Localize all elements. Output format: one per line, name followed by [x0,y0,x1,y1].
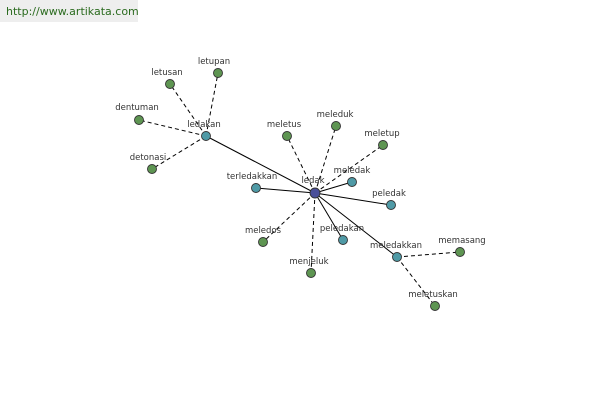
node-label-letupan[interactable]: letupan [198,57,230,67]
edge-ledakan-detonasi [151,135,207,170]
node-dentuman[interactable] [134,115,144,125]
node-label-terledakkan[interactable]: terledakkan [227,172,278,182]
edge-ledak-ledakan [205,135,316,194]
node-label-detonasi[interactable]: detonasi [130,153,167,163]
node-label-meletus[interactable]: meletus [267,120,302,130]
node-memasang[interactable] [455,247,465,257]
node-label-meleduk[interactable]: meleduk [317,110,354,120]
node-letupan[interactable] [213,68,223,78]
edge-ledak-meledos [262,192,316,243]
node-label-meletuskan[interactable]: meletuskan [408,290,458,300]
edge-ledakan-letupan [205,72,219,137]
node-label-peledakan[interactable]: peledakan [320,224,364,234]
node-label-menjeluk[interactable]: menjeluk [289,257,328,267]
edge-ledakan-letusan [169,83,207,137]
node-letusan[interactable] [165,79,175,89]
node-terledakkan[interactable] [251,183,261,193]
node-label-letusan[interactable]: letusan [151,68,182,78]
node-label-meledakkan[interactable]: meledakkan [370,241,422,251]
edge-ledak-meleduk [314,125,337,194]
edge-ledak-meledak [314,181,353,194]
node-meledak[interactable] [347,177,357,187]
source-bar: http://www.artikata.com [0,0,139,22]
node-detonasi[interactable] [147,164,157,174]
node-label-meletup[interactable]: meletup [364,129,399,139]
node-label-ledakan[interactable]: ledakan [187,120,221,130]
edge-ledakan-dentuman [138,119,207,137]
node-label-dentuman[interactable]: dentuman [115,103,159,113]
node-peledakan[interactable] [338,235,348,245]
node-label-ledak[interactable]: ledak [301,176,324,186]
node-label-peledak[interactable]: peledak [372,189,406,199]
edge-meledakkan-meletuskan [396,256,436,307]
edge-ledak-menjeluk [310,192,316,274]
edge-ledak-meletus [286,135,316,194]
node-meledos[interactable] [258,237,268,247]
edge-ledak-meledakkan [314,192,398,258]
node-meletup[interactable] [378,140,388,150]
node-peledak[interactable] [386,200,396,210]
node-meletus[interactable] [282,131,292,141]
source-url-link[interactable]: http://www.artikata.com [6,5,139,18]
node-ledakan[interactable] [201,131,211,141]
node-label-memasang[interactable]: memasang [438,236,485,246]
node-label-meledak[interactable]: meledak [334,166,371,176]
edge-ledak-peledak [314,192,392,206]
node-meleduk[interactable] [331,121,341,131]
node-meletuskan[interactable] [430,301,440,311]
node-menjeluk[interactable] [306,268,316,278]
node-ledak[interactable] [309,187,321,199]
node-meledakkan[interactable] [392,252,402,262]
edge-meledakkan-memasang [396,251,461,258]
edge-ledak-peledakan [314,192,344,241]
edges-layer [138,72,461,307]
node-label-meledos[interactable]: meledos [245,226,282,236]
nodes-layer: ledak ledakan letusan letupan dentuman detona… [115,57,486,311]
edge-ledak-terledakkan [255,187,316,194]
